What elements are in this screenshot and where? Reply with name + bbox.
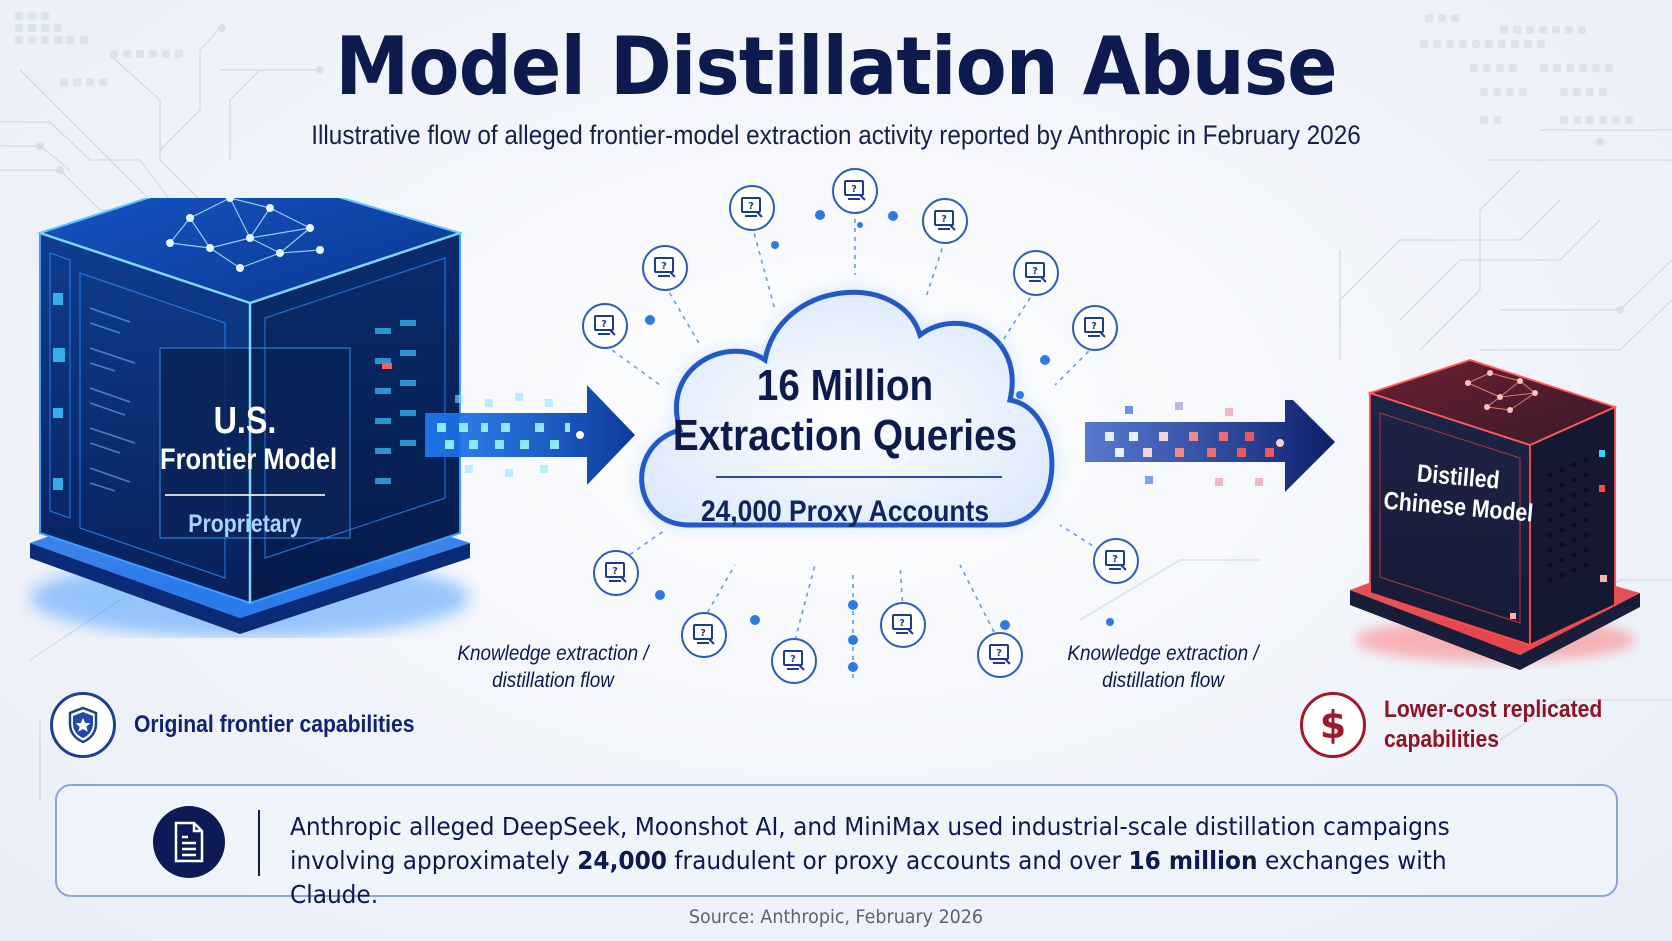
- svg-text:?: ?: [661, 261, 667, 272]
- dollar-icon: $: [1300, 692, 1366, 758]
- legend-original-text: Original frontier capabilities: [134, 711, 415, 738]
- svg-text:?: ?: [1112, 554, 1118, 565]
- svg-text:?: ?: [996, 648, 1002, 659]
- source-note: Source: Anthropic, February 2026: [688, 906, 984, 928]
- svg-text:?: ?: [941, 214, 947, 225]
- question-monitor-icon: ?: [654, 257, 676, 278]
- question-monitor-icon: ?: [605, 562, 627, 583]
- server-cube-illustration: [30, 198, 470, 638]
- query-node: ?: [681, 612, 727, 658]
- summary-exchanges-count: 16 million: [1128, 846, 1258, 875]
- legend-replicated-capabilities: $ Lower-cost replicated capabilities: [1300, 692, 1644, 758]
- question-monitor-icon: ?: [934, 210, 956, 231]
- svg-text:?: ?: [748, 201, 754, 212]
- question-monitor-icon: ?: [1105, 550, 1127, 571]
- left-caption-line1: Knowledge extraction /: [457, 642, 649, 665]
- legend-replicated-text: Lower-cost replicated capabilities: [1384, 696, 1603, 753]
- query-node: ?: [593, 550, 639, 596]
- query-node: ?: [832, 168, 878, 214]
- document-icon: [153, 806, 225, 878]
- summary-text-part: exchanges with Claude.: [290, 846, 1447, 909]
- summary-text-part: involving approximately: [290, 846, 578, 875]
- summary-text-part: fraudulent or proxy accounts and over: [666, 846, 1129, 875]
- queries-headline-line2: Extraction Queries: [672, 411, 1018, 460]
- svg-text:?: ?: [612, 566, 618, 577]
- left-flow-arrow: [425, 385, 635, 485]
- question-monitor-icon: ?: [989, 644, 1011, 665]
- distilled-chinese-model-cube: [1350, 355, 1640, 670]
- page-title: Model Distillation Abuse: [335, 20, 1337, 113]
- shield-star-icon: [50, 692, 116, 758]
- query-node: ?: [729, 185, 775, 231]
- question-monitor-icon: ?: [741, 197, 763, 218]
- svg-text:?: ?: [601, 319, 607, 330]
- legend-original-capabilities: Original frontier capabilities: [50, 692, 453, 758]
- query-node: ?: [977, 632, 1023, 678]
- query-node: ?: [1093, 538, 1139, 584]
- question-monitor-icon: ?: [783, 650, 805, 671]
- proxy-accounts-label: 24,000 Proxy Accounts: [700, 495, 990, 528]
- svg-text:?: ?: [899, 618, 905, 629]
- left-caption-line2: distillation flow: [492, 669, 614, 692]
- question-monitor-icon: ?: [1084, 317, 1106, 338]
- page-subtitle: Illustrative flow of alleged frontier-mo…: [311, 120, 1361, 150]
- us-label-line2: Frontier Model: [160, 443, 338, 476]
- query-node: ?: [880, 602, 926, 648]
- extraction-cloud: [639, 290, 1055, 528]
- summary-text: Anthropic alleged DeepSeek, Moonshot AI,…: [290, 810, 1499, 912]
- svg-text:?: ?: [700, 628, 706, 639]
- query-node: ?: [1013, 250, 1059, 296]
- right-flow-caption: Knowledge extraction / distillation flow: [1046, 640, 1280, 694]
- us-frontier-model-cube: [20, 198, 480, 638]
- summary-line1: Anthropic alleged DeepSeek, Moonshot AI,…: [290, 812, 1450, 841]
- query-node: ?: [1072, 305, 1118, 351]
- us-label-line1: U.S.: [213, 400, 277, 442]
- query-node: ?: [582, 303, 628, 349]
- summary-box: [55, 784, 1618, 897]
- summary-separator: [258, 810, 260, 876]
- left-flow-caption: Knowledge extraction / distillation flow: [436, 640, 670, 694]
- cloud-divider: [716, 476, 1002, 478]
- svg-text:?: ?: [1032, 266, 1038, 277]
- svg-text:?: ?: [851, 184, 857, 195]
- query-node: ?: [642, 245, 688, 291]
- queries-headline-line1: 16 Million: [756, 361, 934, 410]
- question-monitor-icon: ?: [892, 614, 914, 635]
- query-node: ?: [922, 198, 968, 244]
- question-monitor-icon: ?: [594, 315, 616, 336]
- server-cube-illustration: [1350, 359, 1640, 670]
- us-frontier-model-label: U.S. Frontier Model Proprietary: [145, 400, 345, 539]
- us-label-line3: Proprietary: [188, 510, 302, 538]
- right-caption-line1: Knowledge extraction /: [1067, 642, 1259, 665]
- query-node: ?: [771, 638, 817, 684]
- right-caption-line2: distillation flow: [1102, 669, 1224, 692]
- svg-text:?: ?: [790, 654, 796, 665]
- svg-text:$: $: [1320, 705, 1346, 745]
- summary-accounts-count: 24,000: [577, 846, 667, 875]
- question-monitor-icon: ?: [1025, 262, 1047, 283]
- right-flow-arrow: [1085, 400, 1335, 492]
- label-divider: [165, 494, 325, 496]
- question-monitor-icon: ?: [844, 180, 866, 201]
- svg-text:?: ?: [1091, 321, 1097, 332]
- summary-line2: involving approximately 24,000 fraudulen…: [290, 844, 1499, 912]
- question-monitor-icon: ?: [693, 624, 715, 645]
